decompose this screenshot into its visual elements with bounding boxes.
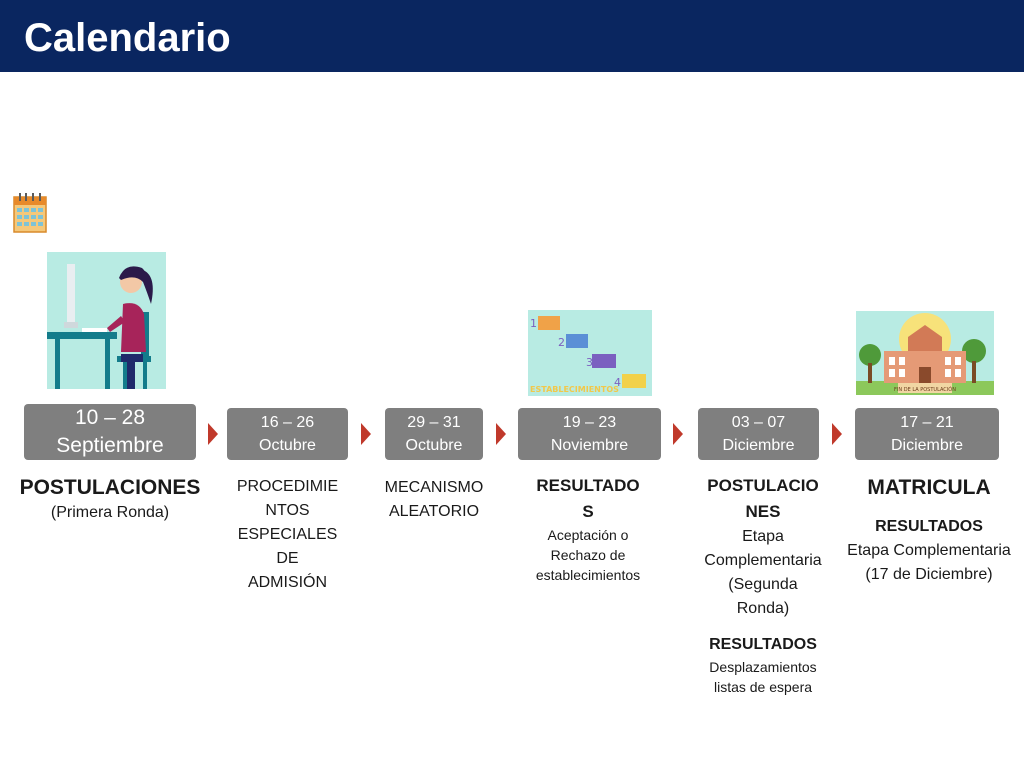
date-pill-3: 29 – 31 Octubre [385, 408, 483, 460]
stage-mecanismo: MECANISMO ALEATORIO [384, 479, 484, 520]
stage-subtitle: (Primera Ronda) [50, 504, 170, 521]
school-building-illustration: FIN DE LA POSTULACIÓN [856, 311, 994, 395]
stage-matricula: MATRICULA RESULTADOS Etapa Complementari… [847, 476, 1011, 583]
svg-text:ESTABLECIMIENTOS: ESTABLECIMIENTOS [530, 385, 619, 394]
chevron-right-icon [361, 423, 371, 445]
stage-title: POSTULACIONES [19, 476, 201, 499]
date-pill-4: 19 – 23 Noviembre [518, 408, 661, 460]
stage-postulaciones-complementaria: POSTULACIO NES Etapa Complementaria (Seg… [704, 476, 822, 695]
date-pill-6: 17 – 21 Diciembre [855, 408, 999, 460]
date-pill-5: 03 – 07 Diciembre [698, 408, 819, 460]
date-pill-1: 10 – 28 Septiembre [24, 404, 196, 460]
svg-text:2: 2 [558, 336, 565, 349]
establishments-illustration: 1 2 3 4 ESTABLECIMIENTOS [528, 310, 652, 396]
calendar-icon [13, 193, 47, 233]
woman-computer-illustration [47, 252, 166, 389]
chevron-right-icon [673, 423, 683, 445]
chevron-right-icon [496, 423, 506, 445]
svg-text:4: 4 [614, 376, 621, 389]
svg-text:1: 1 [530, 317, 537, 330]
chevron-right-icon [832, 423, 842, 445]
svg-text:FIN DE LA POSTULACIÓN: FIN DE LA POSTULACIÓN [894, 386, 956, 393]
stage-procedimientos: PROCEDIMIE NTOS ESPECIALES DE ADMISIÓN [236, 478, 339, 591]
page-title: Calendario [24, 16, 231, 60]
svg-text:3: 3 [586, 356, 593, 369]
date-pill-2: 16 – 26 Octubre [227, 408, 348, 460]
chevron-right-icon [208, 423, 218, 445]
stage-resultados: RESULTADO S Aceptación o Rechazo de esta… [535, 476, 641, 583]
header-bar: Calendario [0, 0, 1024, 72]
stage-postulaciones: POSTULACIONES (Primera Ronda) [16, 475, 204, 525]
